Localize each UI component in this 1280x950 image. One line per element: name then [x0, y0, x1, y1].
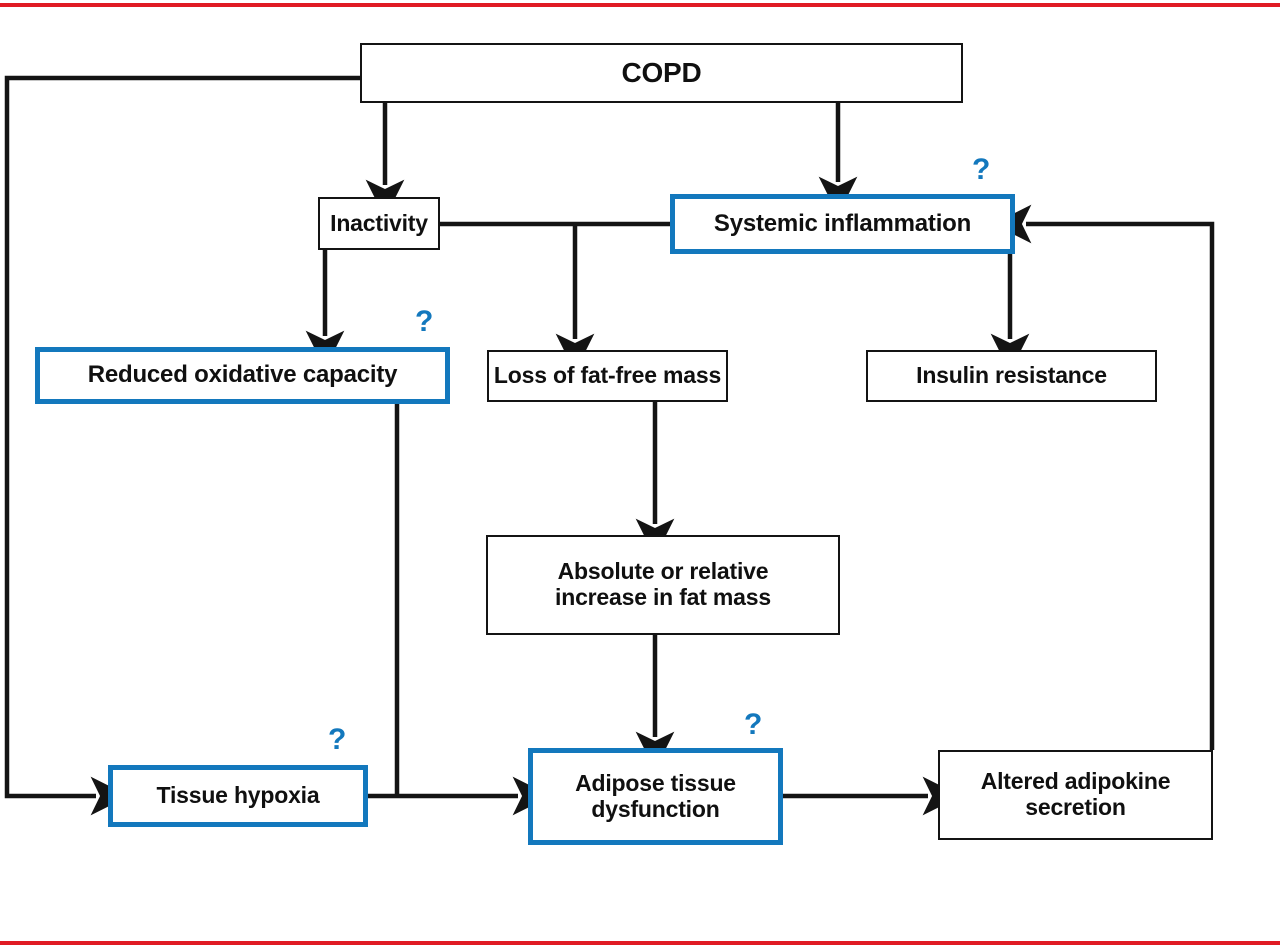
node-copd-label: COPD — [621, 57, 702, 89]
node-tissue-hypoxia-label: Tissue hypoxia — [156, 782, 320, 809]
node-inactivity-label: Inactivity — [330, 209, 428, 236]
node-systemic-inflammation[interactable]: Systemic inflammation — [670, 194, 1015, 254]
question-mark-systemic-inflammation: ? — [972, 153, 991, 186]
bottom-rule-divider — [0, 941, 1280, 945]
node-insulin-resistance[interactable]: Insulin resistance — [866, 350, 1157, 402]
node-reduced-oxidative-capacity[interactable]: Reduced oxidative capacity — [35, 347, 450, 404]
node-inactivity[interactable]: Inactivity — [318, 197, 440, 250]
node-loss-of-fat-free-mass-label: Loss of fat-free mass — [493, 362, 722, 389]
node-copd[interactable]: COPD — [360, 43, 963, 103]
edge-adipokine-to-sys-inflam — [992, 204, 1215, 750]
edge-copd-to-tissue-hypoxia — [4, 75, 360, 816]
question-mark-tissue-hypoxia: ? — [328, 723, 347, 756]
top-rule-divider — [0, 3, 1280, 7]
node-reduced-oxidative-capacity-label: Reduced oxidative capacity — [87, 361, 398, 389]
node-loss-of-fat-free-mass[interactable]: Loss of fat-free mass — [487, 350, 728, 402]
question-mark-adipose-tissue-dysfunction: ? — [744, 708, 763, 741]
node-tissue-hypoxia[interactable]: Tissue hypoxia — [108, 765, 368, 827]
node-insulin-resistance-label: Insulin resistance — [916, 362, 1107, 389]
node-systemic-inflammation-label: Systemic inflammation — [713, 209, 972, 237]
question-mark-reduced-oxidative-capacity: ? — [415, 305, 434, 338]
